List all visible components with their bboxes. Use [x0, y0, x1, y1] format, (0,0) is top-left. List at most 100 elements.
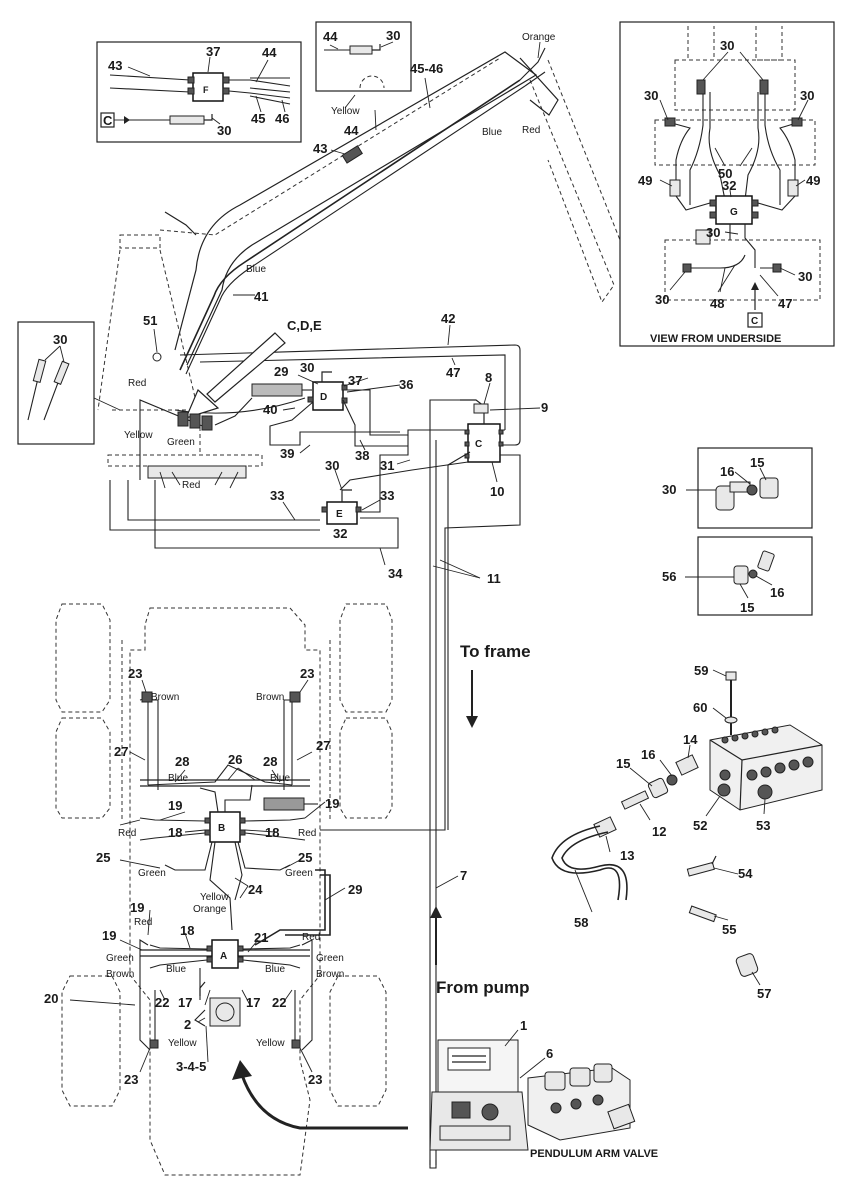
color-label: Blue [265, 964, 285, 975]
callout-40: 40 [263, 402, 277, 417]
callout-33: 33 [380, 488, 394, 503]
callout-19: 19 [325, 796, 339, 811]
callout-30: 30 [217, 123, 231, 138]
callout-34: 34 [388, 566, 403, 581]
port-c-marker: C [103, 113, 113, 128]
color-label: Blue [246, 264, 266, 275]
callout-15: 15 [616, 756, 630, 771]
color-label: Orange [522, 32, 556, 43]
callout-30: 30 [53, 332, 67, 347]
inset-fitting-30 [686, 447, 813, 529]
callout-30: 30 [662, 482, 676, 497]
callout-19: 19 [102, 928, 116, 943]
callout-19: 19 [168, 798, 182, 813]
callout-15: 15 [740, 600, 754, 615]
callout-7: 7 [460, 868, 467, 883]
color-label: Blue [270, 773, 290, 784]
from-pump-label: From pump [436, 978, 530, 997]
callout-44: 44 [323, 29, 338, 44]
callout-30: 30 [706, 225, 720, 240]
callout-28: 28 [175, 754, 189, 769]
callout-36: 36 [399, 377, 413, 392]
color-label: Brown [256, 692, 284, 703]
callout-32: 32 [333, 526, 347, 541]
callout-46: 46 [275, 111, 289, 126]
to-frame-label: To frame [460, 642, 531, 661]
callout-18: 18 [265, 825, 279, 840]
callout-29: 29 [274, 364, 288, 379]
callout-11: 11 [487, 571, 501, 586]
color-label: Red [182, 480, 200, 491]
callout-37: 37 [206, 44, 220, 59]
callout-54: 54 [738, 866, 753, 881]
block-f: F [203, 85, 209, 95]
callout-41: 41 [254, 289, 268, 304]
block-g: G [730, 207, 738, 218]
callout-45-46: 45-46 [410, 61, 443, 76]
color-label: Red [302, 932, 320, 943]
callout-55: 55 [722, 922, 736, 937]
callout-31: 31 [380, 458, 394, 473]
callout-42: 42 [441, 311, 455, 326]
callout-24: 24 [248, 882, 263, 897]
callout-17: 17 [178, 995, 192, 1010]
color-label: Yellow [200, 892, 229, 903]
exploded-parts [551, 669, 823, 986]
pendulum-arm-valve-caption: PENDULUM ARM VALVE [530, 1148, 658, 1160]
color-label: Blue [166, 964, 186, 975]
callout-29: 29 [348, 882, 362, 897]
callout-1: 1 [520, 1018, 527, 1033]
callout-43: 43 [108, 58, 122, 73]
callout-52: 52 [693, 818, 707, 833]
callout-16: 16 [641, 747, 655, 762]
callout-30: 30 [655, 292, 669, 307]
callout-8: 8 [485, 370, 492, 385]
callout-47: 47 [446, 365, 460, 380]
callout-14: 14 [683, 732, 698, 747]
callout-22: 22 [272, 995, 286, 1010]
callout-49: 49 [806, 173, 820, 188]
callout-33: 33 [270, 488, 284, 503]
callout-27: 27 [316, 738, 330, 753]
callout-43: 43 [313, 141, 327, 156]
block-d: D [320, 392, 327, 403]
callout-30: 30 [644, 88, 658, 103]
callout-47: 47 [778, 296, 792, 311]
callout-19: 19 [130, 900, 144, 915]
callout-45: 45 [251, 111, 265, 126]
color-label: Green [167, 437, 195, 448]
callout-26: 26 [228, 752, 242, 767]
boom-hoses [179, 41, 546, 375]
color-label: Yellow [168, 1038, 197, 1049]
color-label: Yellow [256, 1038, 285, 1049]
color-label: Green [285, 868, 313, 879]
callout-60: 60 [693, 700, 707, 715]
color-label: Blue [482, 127, 502, 138]
callout-23: 23 [124, 1072, 138, 1087]
callout-48: 48 [710, 296, 724, 311]
callout-37: 37 [348, 373, 362, 388]
callout-2: 2 [184, 1017, 191, 1032]
color-label: Green [138, 868, 166, 879]
callout-25: 25 [298, 850, 312, 865]
callout-15: 15 [750, 455, 764, 470]
callout-30: 30 [800, 88, 814, 103]
color-label: Blue [168, 773, 188, 784]
color-label: Yellow [331, 106, 360, 117]
callout-27: 27 [114, 744, 128, 759]
callout-20: 20 [44, 991, 58, 1006]
inset-distributor-f [96, 41, 302, 143]
callout-50: 50 [718, 166, 732, 181]
port-c-marker: C [751, 316, 758, 327]
color-label: Red [298, 828, 316, 839]
inset-boom-fitting [315, 21, 412, 109]
callout-18: 18 [180, 923, 194, 938]
inset-fitting-56 [685, 536, 813, 616]
callout-51: 51 [143, 313, 157, 328]
callout-53: 53 [756, 818, 770, 833]
inset-left-fitting [17, 321, 121, 445]
callout-23: 23 [128, 666, 142, 681]
callout-12: 12 [652, 824, 666, 839]
callout-56: 56 [662, 569, 676, 584]
flow-arrows [430, 670, 478, 965]
